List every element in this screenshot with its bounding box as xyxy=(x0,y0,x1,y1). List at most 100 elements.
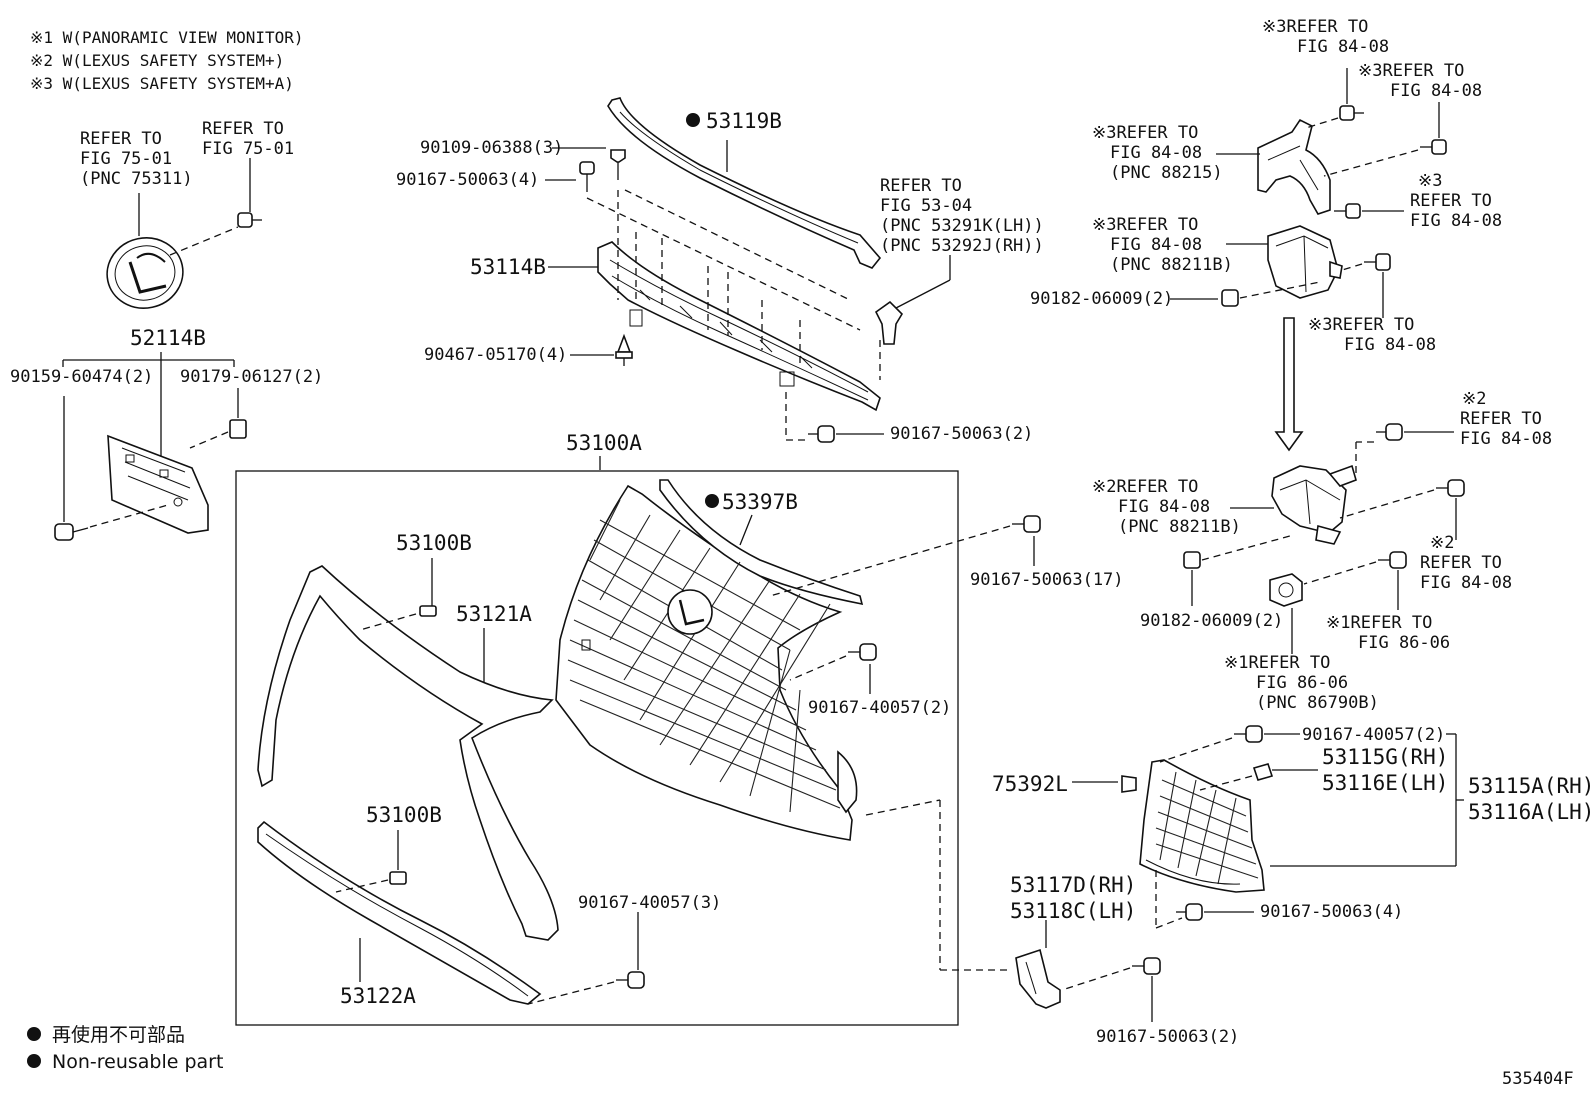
plate-bracket-part xyxy=(54,352,247,541)
label: (PNC 88211B) xyxy=(1118,517,1241,537)
assembly-box xyxy=(235,470,959,1026)
label: (PNC 53291K(LH)) xyxy=(880,216,1044,236)
label: FIG 84-08 xyxy=(1297,37,1389,57)
alignment-lines xyxy=(586,189,881,441)
label: ※3REFER TO xyxy=(1358,61,1464,81)
clip-icon xyxy=(874,300,904,345)
legend-en: Non-reusable part xyxy=(52,1051,223,1073)
screw-icon xyxy=(54,523,89,541)
clip-icon xyxy=(419,605,437,617)
part-number: 90182-06009(2) xyxy=(1140,611,1283,631)
clip-icon xyxy=(1121,775,1137,793)
emblem-part xyxy=(106,158,262,309)
radar-sensor-part xyxy=(1267,225,1343,299)
part-number: 53117D(RH) xyxy=(1010,873,1136,897)
part-number: 75392L xyxy=(992,772,1068,796)
label: FIG 84-08 xyxy=(1118,497,1210,517)
nut-icon xyxy=(229,419,247,439)
label: ※3REFER TO xyxy=(1262,17,1368,37)
camera-part xyxy=(1269,573,1303,607)
part-number: 53397B xyxy=(722,490,798,514)
label: FIG 86-06 xyxy=(1358,633,1450,653)
bolt-icon xyxy=(616,971,645,989)
bolt-icon xyxy=(808,425,835,443)
bolt-icon xyxy=(1420,139,1447,155)
part-number: 53118C(LH) xyxy=(1010,899,1136,923)
bolt-icon xyxy=(1436,479,1465,497)
non-reusable-dot-icon xyxy=(27,1054,41,1068)
part-number: 90179-06127(2) xyxy=(180,367,323,387)
clip-icon xyxy=(389,871,407,885)
part-number: 53114B xyxy=(470,255,546,279)
label: FIG 84-08 xyxy=(1410,211,1502,231)
label: ※3REFER TO xyxy=(1092,215,1198,235)
label: FIG 84-08 xyxy=(1110,143,1202,163)
side-grille-part xyxy=(1139,759,1265,893)
bolt-icon xyxy=(848,643,877,661)
part-number: 90159-60474(2) xyxy=(10,367,153,387)
label: ※3REFER TO xyxy=(1092,123,1198,143)
label: FIG 84-08 xyxy=(1420,573,1512,593)
part-number: 90167-50063(2) xyxy=(1096,1027,1239,1047)
radar-sensor-part xyxy=(1271,464,1357,545)
label: FIG 86-06 xyxy=(1256,673,1348,693)
clip-icon xyxy=(1252,763,1274,781)
label: ※2REFER TO xyxy=(1092,477,1198,497)
label: FIG 84-08 xyxy=(1460,429,1552,449)
bolt-icon xyxy=(1234,725,1263,743)
bolt-icon xyxy=(579,161,595,192)
label: (PNC 88215) xyxy=(1110,163,1223,183)
part-number: 53116A(LH) xyxy=(1468,800,1592,824)
part-number: 90167-40057(2) xyxy=(1302,725,1445,745)
bolt-icon xyxy=(610,149,626,180)
label: (PNC 53292J(RH)) xyxy=(880,236,1044,256)
note-2: ※2 W(LEXUS SAFETY SYSTEM+) xyxy=(30,51,284,70)
illustration-id: 535404F xyxy=(1502,1069,1574,1089)
upper-retainer-part xyxy=(607,97,882,269)
part-number: 53100B xyxy=(396,531,472,555)
label: REFER TO xyxy=(1420,553,1502,573)
bolt-icon xyxy=(1176,903,1203,921)
bolt-icon xyxy=(1364,253,1391,271)
part-number: 53115A(RH) xyxy=(1468,774,1592,798)
radar-bracket-part xyxy=(1257,118,1331,215)
note-1: ※1 W(PANORAMIC VIEW MONITOR) xyxy=(30,28,304,47)
nut-icon xyxy=(1183,551,1201,569)
label: (PNC 86790B) xyxy=(1256,693,1379,713)
non-reusable-dot-icon xyxy=(705,494,719,508)
clip-icon xyxy=(615,333,633,366)
part-number: 90109-06388(3) xyxy=(420,138,563,158)
label: REFER TO xyxy=(1410,191,1492,211)
label: REFER TO xyxy=(80,129,162,149)
bolt-icon xyxy=(1012,515,1041,533)
part-number: 53119B xyxy=(706,109,782,133)
label: FIG 53-04 xyxy=(880,196,972,216)
part-number: 53115G(RH) xyxy=(1322,745,1448,769)
label: ※1REFER TO xyxy=(1326,613,1432,633)
arrow-down-icon xyxy=(1274,317,1304,452)
label: FIG 84-08 xyxy=(1390,81,1482,101)
part-number: 52114B xyxy=(130,326,206,350)
grille-body-part xyxy=(555,479,864,841)
part-number: 90167-40057(3) xyxy=(578,893,721,913)
label: REFER TO xyxy=(880,176,962,196)
legend-jp: 再使用不可部品 xyxy=(52,1024,185,1046)
bolt-icon xyxy=(1376,423,1403,441)
part-number: 90167-50063(17) xyxy=(970,570,1124,590)
part-number: 53100B xyxy=(366,803,442,827)
label: REFER TO xyxy=(1460,409,1542,429)
bolt-icon xyxy=(1378,551,1407,569)
part-number: 53116E(LH) xyxy=(1322,771,1448,795)
part-number: 53100A xyxy=(566,431,642,455)
nut-icon xyxy=(1221,289,1239,307)
label: FIG 84-08 xyxy=(1344,335,1436,355)
part-number: 90167-50063(4) xyxy=(396,170,539,190)
legend: 再使用不可部品 Non-reusable part xyxy=(27,1024,223,1073)
part-number: 90167-50063(4) xyxy=(1260,902,1403,922)
non-reusable-dot-icon xyxy=(686,113,700,127)
bolt-icon xyxy=(1339,105,1364,121)
label: (PNC 88211B) xyxy=(1110,255,1233,275)
grille-support-part xyxy=(597,241,881,412)
part-number: 90167-40057(2) xyxy=(808,698,951,718)
label: REFER TO xyxy=(202,119,284,139)
